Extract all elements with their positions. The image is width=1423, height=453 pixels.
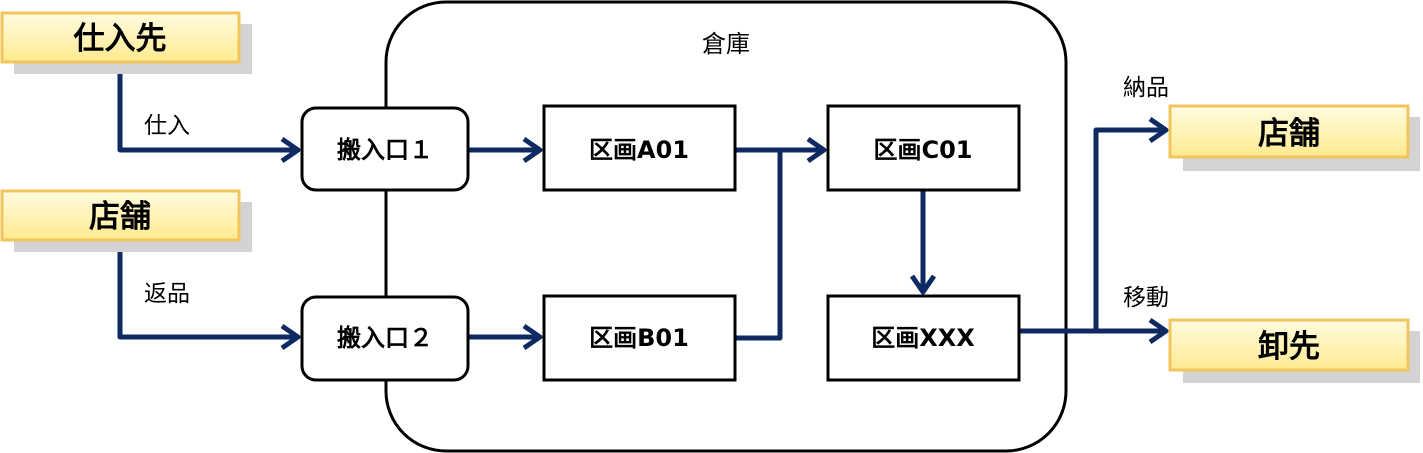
line-b01-merge [735,150,783,341]
node-area-b01: 区画B01 [542,294,737,382]
external-wholesale: 卸先 [1168,318,1420,383]
warehouse-title: 倉庫 [702,30,750,58]
arrow-supplier-to-entrance1 [117,62,294,153]
node-area-xxx-label: 区画XXX [871,324,975,352]
arrowhead-c01 [806,136,827,164]
arrow-to-store-delivery [1093,127,1162,331]
node-entrance1: 搬入口１ [300,106,470,192]
external-wholesale-label: 卸先 [1258,329,1320,365]
external-store-out: 店舗 [1168,104,1420,171]
node-entrance1-label: 搬入口１ [337,136,433,164]
arrowhead-xxx [909,274,937,295]
external-store-in: 店舗 [0,189,252,252]
node-entrance2-label: 搬入口２ [337,324,433,352]
node-entrance2: 搬入口２ [300,295,470,382]
edge-label-delivery: 納品 [1123,75,1169,101]
arrowhead-a01 [522,136,543,164]
connectors [117,62,1169,351]
arrowhead-store-delivery [1148,116,1169,144]
node-area-b01-label: 区画B01 [589,324,689,352]
edge-label-return: 返品 [144,281,190,307]
warehouse-container [384,0,1068,453]
node-area-c01: 区画C01 [826,104,1021,192]
arrowhead-entrance2 [280,323,301,351]
node-area-a01: 区画A01 [542,104,737,192]
arrowhead-wholesale [1148,317,1169,345]
arrowhead-b01 [522,323,543,351]
external-supplier: 仕入先 [0,11,252,74]
node-area-c01-label: 区画C01 [873,136,972,164]
external-store-out-label: 店舗 [1258,116,1320,152]
edge-label-purchase: 仕入 [144,113,190,139]
node-area-a01-label: 区画A01 [589,136,689,164]
arrowhead-entrance1 [280,136,301,164]
arrow-store-to-entrance2 [117,240,294,340]
node-area-xxx: 区画XXX [826,294,1021,382]
external-supplier-label: 仕入先 [74,21,167,57]
edge-label-transfer: 移動 [1123,285,1169,311]
external-store-in-label: 店舗 [89,199,151,235]
